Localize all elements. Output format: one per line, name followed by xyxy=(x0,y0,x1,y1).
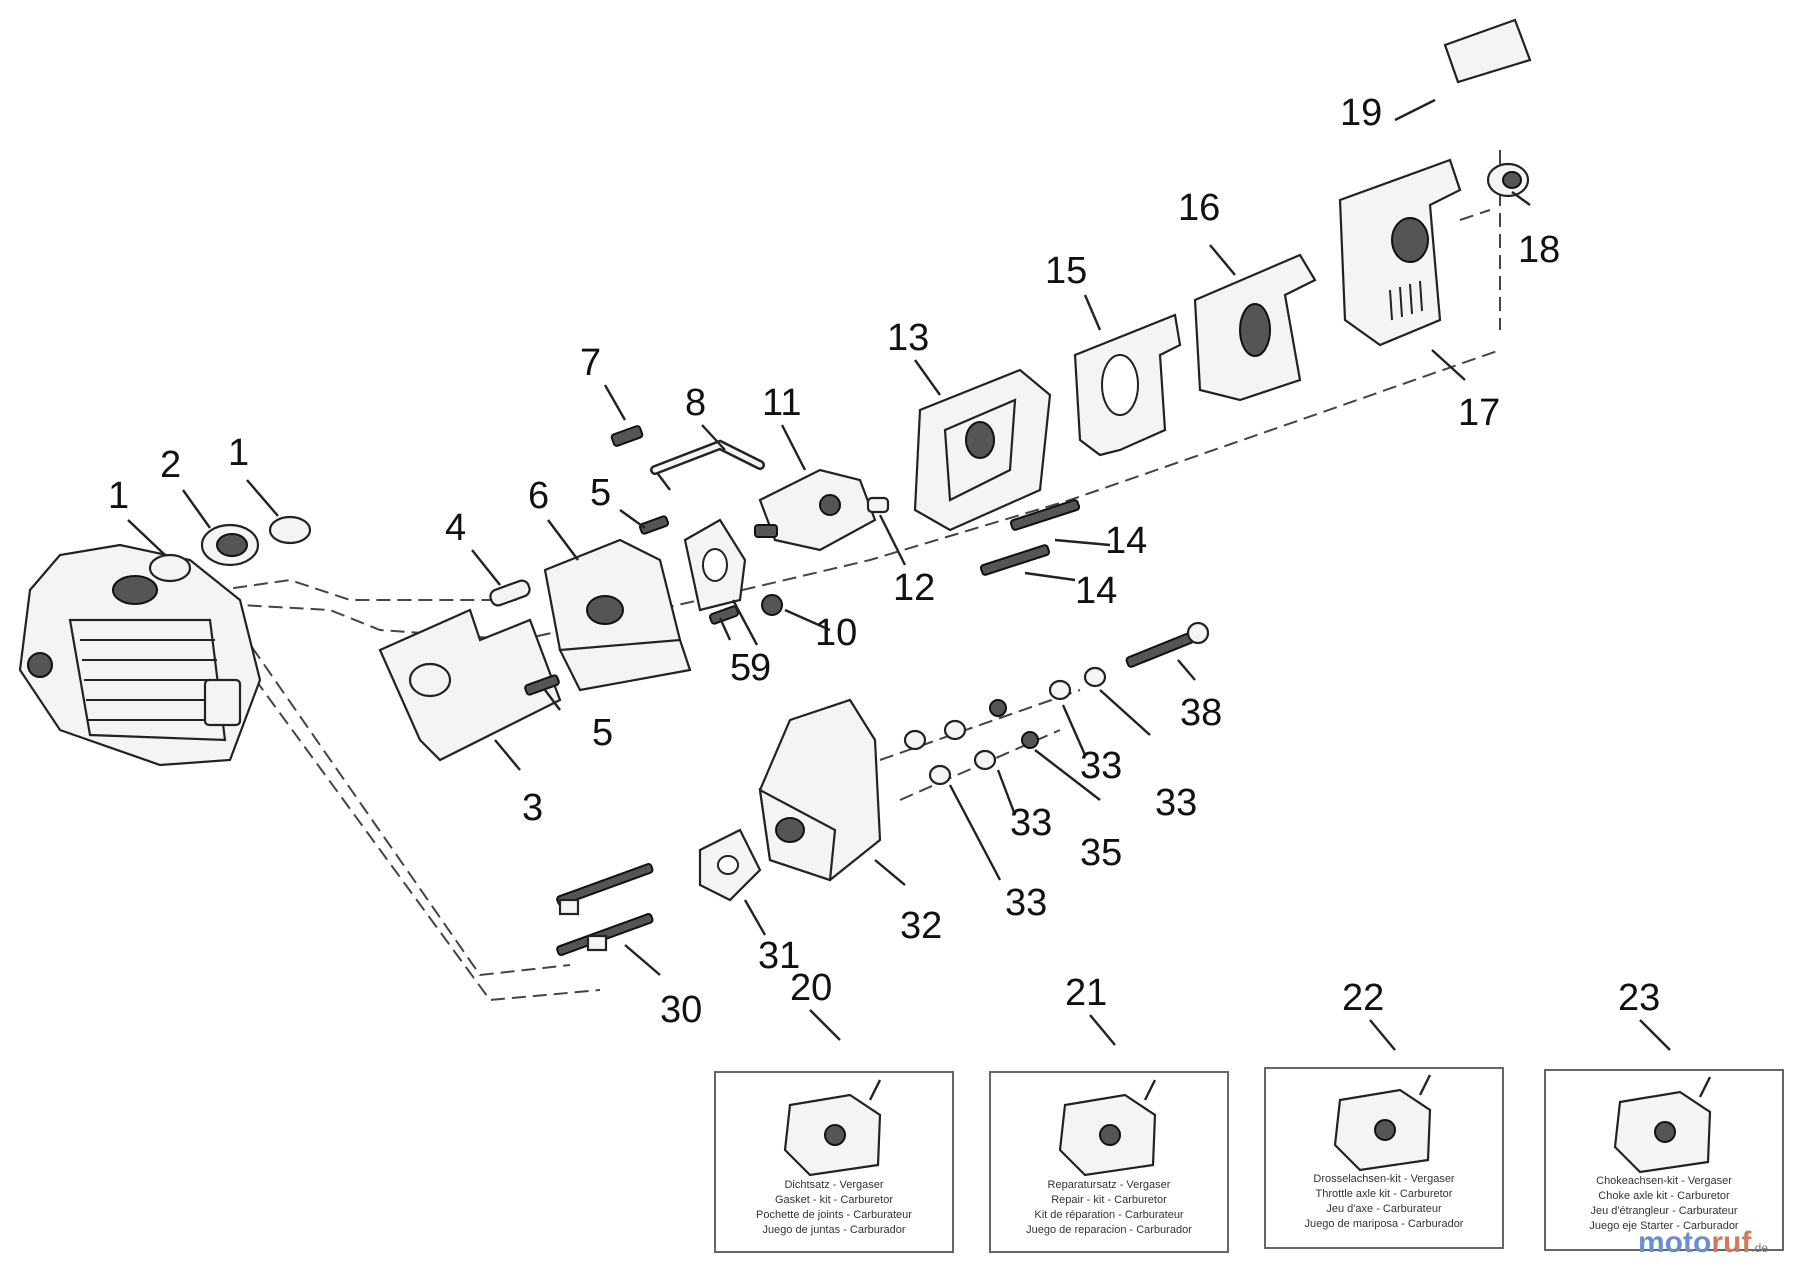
part-number-label: 2 xyxy=(160,444,181,486)
part-number-label: 33 xyxy=(1080,745,1122,787)
kit-line: Throttle axle kit - Carburetor xyxy=(1316,1188,1453,1200)
part-number-label: 23 xyxy=(1618,977,1660,1019)
part-number-label: 9 xyxy=(750,647,771,689)
muffler-bolts-part xyxy=(556,863,654,957)
muffler-gasket-part xyxy=(698,828,762,902)
kit-line: Juego de juntas - Carburador xyxy=(762,1224,905,1236)
part-number-label: 21 xyxy=(1065,972,1107,1014)
part-number-label: 14 xyxy=(1075,570,1117,612)
part-number-label: 5 xyxy=(592,712,613,754)
part-number-label: 30 xyxy=(660,989,702,1031)
carburetor-thumbnail-icon xyxy=(783,1079,882,1177)
kit-line: Dichtsatz - Vergaser xyxy=(784,1179,883,1191)
bolt-parts-14 xyxy=(979,499,1081,576)
part-number-labels: 1 2 1 1 3 4 5 5 5 5 6 7 8 9 10 11 12 13 … xyxy=(108,92,1660,1031)
kit-line: Reparatursatz - Vergaser xyxy=(1048,1179,1171,1191)
bolt-part-38 xyxy=(1125,621,1210,668)
part-number-label: 3 xyxy=(522,787,543,829)
spacer-part xyxy=(200,523,260,567)
label-part xyxy=(1443,18,1532,84)
kit-line: Juego de mariposa - Carburador xyxy=(1305,1218,1464,1230)
air-filter-part xyxy=(1193,253,1317,402)
kit-box-23: Chokeachsen-kit - Vergaser Choke axle ki… xyxy=(1544,1069,1784,1251)
part-number-label: 16 xyxy=(1178,187,1220,229)
part-number-label: 1 xyxy=(228,432,249,474)
part-number-label: 12 xyxy=(893,567,935,609)
part-number-label: 19 xyxy=(1340,92,1382,134)
filter-cover-part xyxy=(1338,158,1462,347)
kit-line: Choke axle kit - Carburetor xyxy=(1598,1190,1730,1202)
intake-flange-part xyxy=(543,538,692,692)
muffler-part xyxy=(758,698,882,882)
part-number-label: 33 xyxy=(1005,882,1047,924)
part-number-label: 11 xyxy=(762,382,801,424)
gasket-part xyxy=(683,518,747,612)
part-number-label: 33 xyxy=(1010,802,1052,844)
part-number-label: 18 xyxy=(1518,229,1560,271)
kit-line: Juego eje Starter - Carburador xyxy=(1589,1220,1739,1232)
part-number-label: 17 xyxy=(1458,392,1500,434)
part-number-label: 1 xyxy=(108,475,129,517)
pin-part xyxy=(489,579,531,607)
part-number-label: 7 xyxy=(580,342,601,384)
carburetor-part xyxy=(754,468,877,552)
watermark-logo: motoruf.de xyxy=(1638,1226,1768,1259)
part-number-label: 13 xyxy=(887,317,929,359)
part-number-label: 20 xyxy=(790,967,832,1009)
part-number-label: 15 xyxy=(1045,250,1087,292)
washer-parts-33 xyxy=(903,666,1107,786)
kit-line: Pochette de joints - Carburateur xyxy=(756,1209,912,1221)
part-number-label: 14 xyxy=(1105,520,1147,562)
leader-lines xyxy=(127,98,1671,1051)
part-number-label: 4 xyxy=(445,507,466,549)
watermark-brand-b: ruf xyxy=(1711,1226,1752,1259)
kit-line: Gasket - kit - Carburetor xyxy=(775,1194,893,1206)
cylinder-part xyxy=(18,543,262,767)
part-number-label: 22 xyxy=(1342,977,1384,1019)
knob-part xyxy=(1486,162,1530,198)
hose-part xyxy=(650,439,765,491)
kit-box-21: Reparatursatz - Vergaser Repair - kit - … xyxy=(989,1071,1229,1253)
fitting-part xyxy=(610,425,644,447)
kit-line: Jeu d'étrangleur - Carburateur xyxy=(1590,1205,1737,1217)
nut-part xyxy=(761,594,783,616)
part-number-label: 31 xyxy=(758,935,800,977)
part-number-label: 38 xyxy=(1180,692,1222,734)
ring-part xyxy=(148,515,312,583)
part-number-label: 8 xyxy=(685,382,706,424)
kit-line: Juego de reparacion - Carburador xyxy=(1026,1224,1192,1236)
carburetor-thumbnail-icon xyxy=(1058,1079,1157,1177)
watermark-brand-a: moto xyxy=(1638,1226,1711,1259)
kit-line: Jeu d'axe - Carburateur xyxy=(1326,1203,1442,1215)
filter-base-part xyxy=(913,368,1052,532)
part-number-label: 33 xyxy=(1155,782,1197,824)
kit-line: Repair - kit - Carburetor xyxy=(1051,1194,1167,1206)
kit-line: Chokeachsen-kit - Vergaser xyxy=(1596,1175,1732,1187)
svg-text:motoruf.de: motoruf.de xyxy=(1638,1226,1768,1259)
kit-line: Drosselachsen-kit - Vergaser xyxy=(1313,1173,1455,1185)
part-number-label: 35 xyxy=(1080,832,1122,874)
nipple-part xyxy=(866,496,890,514)
kit-box-22: Drosselachsen-kit - Vergaser Throttle ax… xyxy=(1264,1067,1504,1249)
filter-plate-part xyxy=(1073,313,1182,457)
carburetor-thumbnail-icon xyxy=(1333,1074,1432,1172)
carburetor-thumbnail-icon xyxy=(1613,1076,1712,1174)
part-number-label: 5 xyxy=(730,647,751,689)
part-number-label: 6 xyxy=(528,475,549,517)
nut-parts-35 xyxy=(989,699,1039,749)
part-number-label: 32 xyxy=(900,905,942,947)
kit-line: Kit de réparation - Carburateur xyxy=(1034,1209,1184,1221)
part-number-label: 5 xyxy=(590,472,611,514)
kit-box-20: Dichtsatz - Vergaser Gasket - kit - Carb… xyxy=(714,1071,954,1253)
watermark-suffix: .de xyxy=(1751,1241,1768,1255)
heat-shield-part xyxy=(378,608,562,762)
part-number-label: 10 xyxy=(815,612,857,654)
